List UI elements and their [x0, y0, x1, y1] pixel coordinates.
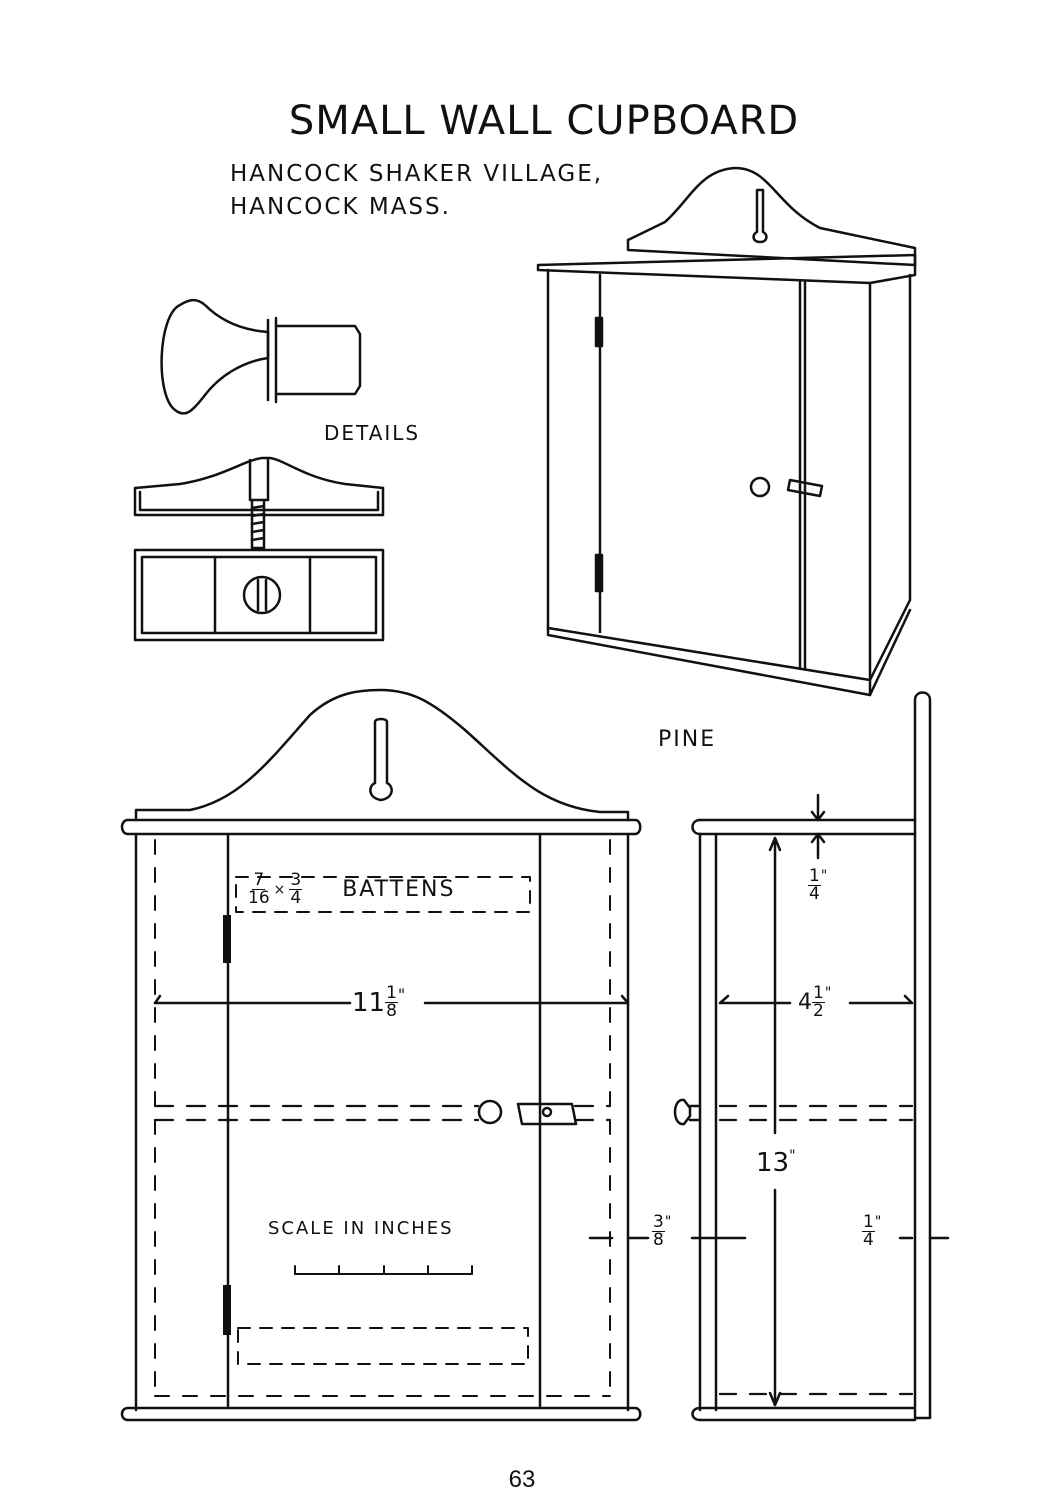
subtitle-line-2: HANCOCK MASS. — [230, 194, 451, 220]
cupboard-perspective — [538, 168, 915, 695]
subtitle-line-1: HANCOCK SHAKER VILLAGE, — [230, 161, 603, 187]
page-title: SMALL WALL CUPBOARD — [0, 98, 1044, 144]
details-label: DETAILS — [324, 421, 420, 445]
scale-label: SCALE IN INCHES — [268, 1218, 454, 1239]
scale-bar — [295, 1266, 472, 1274]
knob-detail — [162, 300, 360, 413]
height-dimension: 13 " — [756, 1148, 796, 1178]
page-number: 63 — [0, 1466, 1044, 1494]
hanger-plan-detail — [135, 550, 383, 640]
front-elevation — [122, 690, 640, 1420]
side-elevation — [590, 693, 948, 1421]
material-label: PINE — [658, 727, 716, 752]
hanger-detail — [135, 458, 383, 548]
